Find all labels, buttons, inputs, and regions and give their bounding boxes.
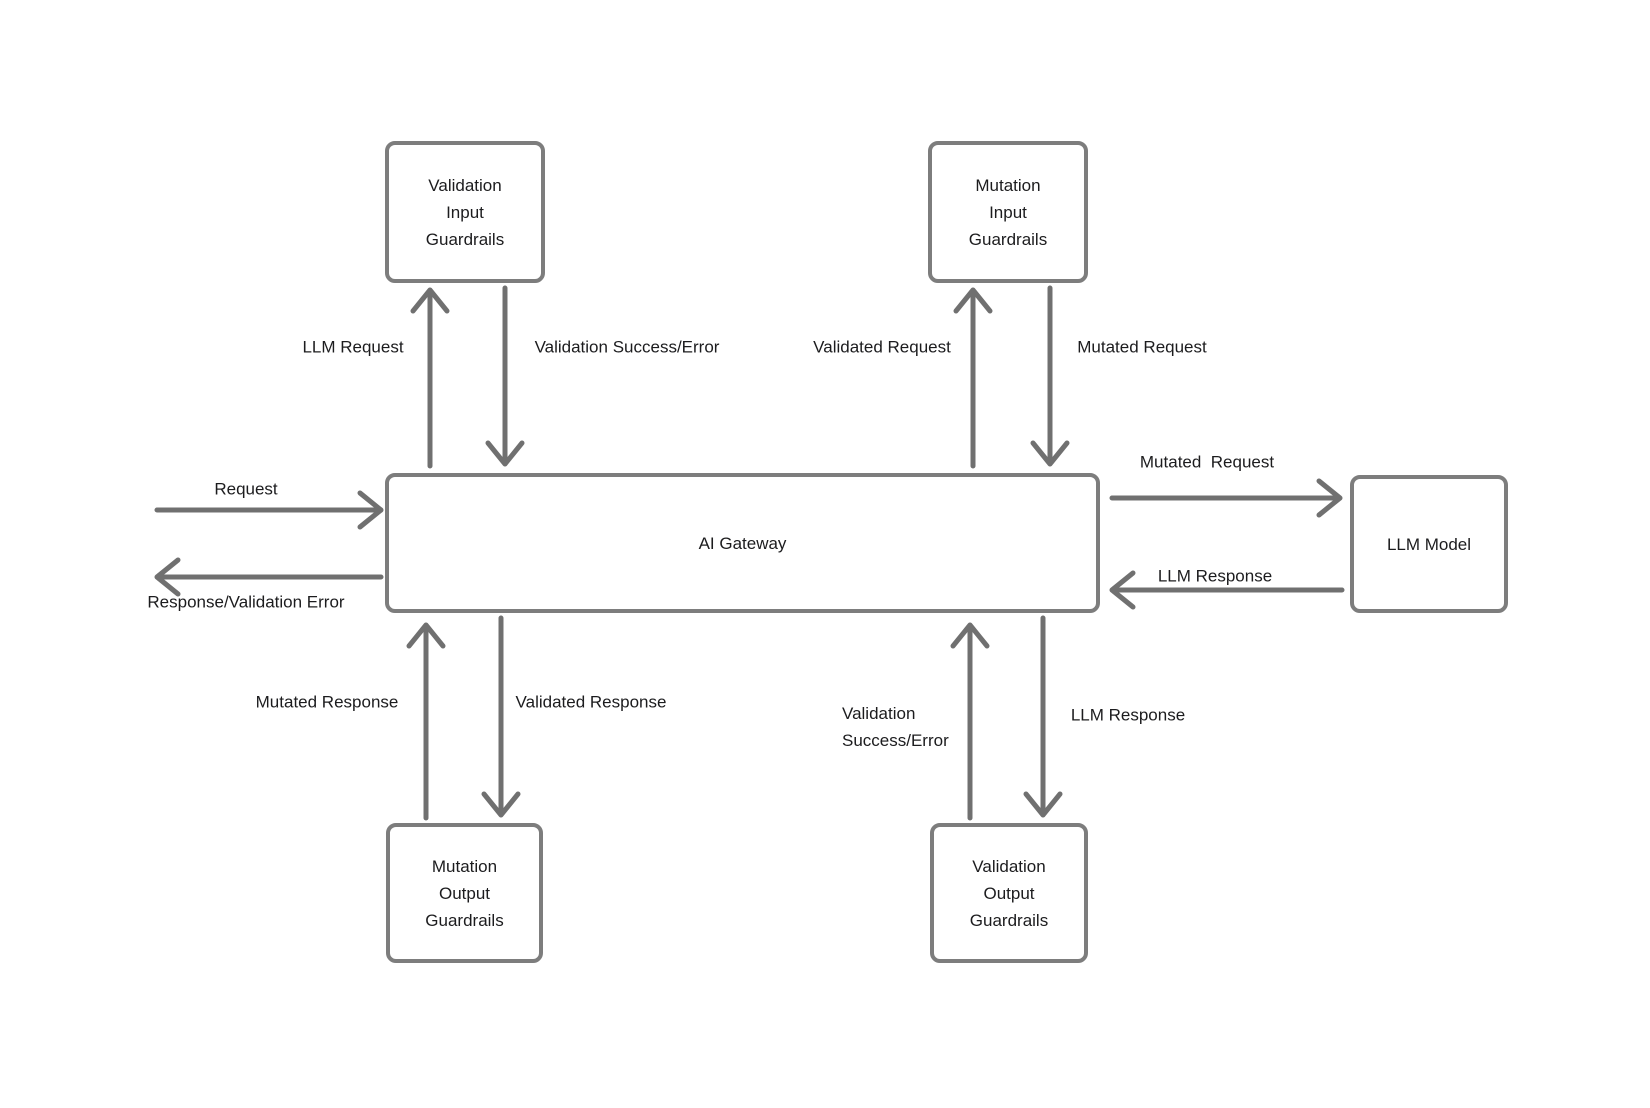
arrow-llm-response-bottom (1023, 615, 1063, 818)
node-llm-model: LLM Model (1350, 475, 1508, 613)
edge-label-validation-success-error-top: Validation Success/Error (534, 337, 720, 357)
arrow-mutated-response (406, 622, 446, 821)
arrow-request (154, 490, 384, 530)
node-validation-output-guardrails: Validation Output Guardrails (930, 823, 1088, 963)
edge-label-llm-response-right: LLM Response (1157, 566, 1273, 586)
arrow-validation-success-error-bottom (950, 622, 990, 821)
edge-label-request: Request (214, 479, 278, 499)
arrow-validated-response (481, 615, 521, 818)
node-validation-input-guardrails: Validation Input Guardrails (385, 141, 545, 283)
edge-label-mutated-response: Mutated Response (255, 692, 399, 712)
arrow-llm-request (410, 287, 450, 469)
edge-label-mutated-request-right: Mutated Request (1139, 452, 1275, 472)
edge-label-response-validation-error: Response/Validation Error (147, 592, 345, 612)
edge-label-validated-response: Validated Response (515, 692, 667, 712)
edge-label-llm-response-bottom: LLM Response (1070, 705, 1186, 725)
edge-label-llm-request: LLM Request (302, 337, 404, 357)
arrow-mutated-request-top (1030, 285, 1070, 467)
arrow-validated-request (953, 287, 993, 469)
arrow-mutated-request-right (1109, 478, 1343, 518)
edge-label-validation-success-error-bottom: Validation Success/Error (842, 704, 949, 750)
edge-label-validated-request: Validated Request (813, 337, 951, 357)
arrow-validation-success-error-top (485, 285, 525, 467)
node-ai-gateway: AI Gateway (385, 473, 1100, 613)
node-mutation-output-guardrails: Mutation Output Guardrails (386, 823, 543, 963)
arrow-response-validation-error (154, 557, 384, 597)
edge-label-mutated-request-top: Mutated Request (1077, 337, 1207, 357)
arrow-llm-response-right (1109, 570, 1345, 610)
node-mutation-input-guardrails: Mutation Input Guardrails (928, 141, 1088, 283)
